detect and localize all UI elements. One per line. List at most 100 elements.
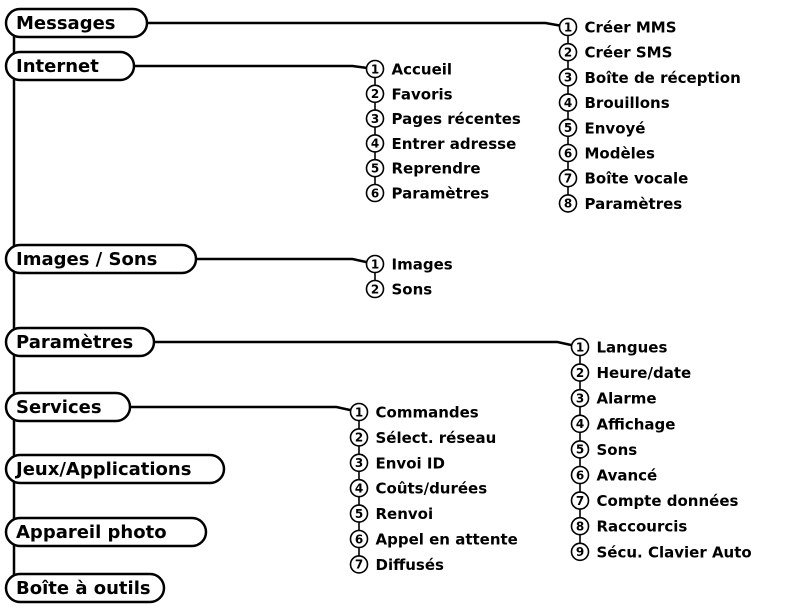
item-label: Créer SMS xyxy=(585,44,673,62)
item-number: 3 xyxy=(355,456,363,470)
menu-pill-boite-a-outils[interactable] xyxy=(4,572,166,604)
submenu-item[interactable]: 3 Pages récentes xyxy=(365,109,521,128)
item-label: Alarme xyxy=(597,390,657,408)
item-number: 2 xyxy=(371,282,379,296)
number-badge xyxy=(349,555,369,574)
item-number: 6 xyxy=(371,186,379,200)
item-number: 5 xyxy=(371,162,379,176)
item-number: 6 xyxy=(576,468,584,482)
item-label: Boîte de réception xyxy=(585,69,741,87)
item-number: 2 xyxy=(576,366,584,380)
item-label: Coûts/durées xyxy=(376,480,488,498)
number-badge xyxy=(558,143,578,163)
menu-pill-appareil-photo[interactable] xyxy=(4,516,208,548)
menu-pill-parametres[interactable] xyxy=(4,326,156,358)
menu-label-internet: Internet xyxy=(16,56,99,77)
item-number: 4 xyxy=(355,482,363,496)
submenu-item[interactable]: 6 Paramètres xyxy=(365,183,490,203)
menu-pill-internet[interactable] xyxy=(4,50,136,82)
number-badge xyxy=(349,478,369,498)
item-number: 1 xyxy=(355,405,363,419)
item-label: Commandes xyxy=(376,404,479,422)
submenu-item[interactable]: 2 Sons xyxy=(365,279,433,299)
menu-pill-jeux-applications[interactable] xyxy=(4,453,226,485)
item-label: Pages récentes xyxy=(392,110,521,128)
number-badge xyxy=(558,194,578,213)
number-badge xyxy=(570,491,590,510)
item-label: Paramètres xyxy=(392,185,490,203)
menu-label-messages: Messages xyxy=(16,13,116,34)
item-number: 3 xyxy=(371,112,379,126)
item-number: 5 xyxy=(564,121,572,135)
item-number: 6 xyxy=(564,146,572,160)
item-number: 3 xyxy=(564,71,572,85)
submenu-item[interactable]: 1 Commandes xyxy=(349,402,479,422)
item-label: Affichage xyxy=(597,415,676,433)
item-number: 9 xyxy=(576,545,584,559)
connector-services xyxy=(130,405,360,414)
item-label: Sons xyxy=(392,281,433,299)
number-badge xyxy=(365,59,385,79)
item-number: 2 xyxy=(355,431,363,445)
number-badge xyxy=(365,254,385,274)
submenu-item[interactable]: 4 Coûts/durées xyxy=(349,478,488,498)
menu-pill-services[interactable] xyxy=(4,391,132,423)
item-number: 8 xyxy=(564,197,572,211)
item-label: Boîte vocale xyxy=(585,170,689,188)
number-badge xyxy=(570,516,590,536)
connector-internet xyxy=(134,64,376,71)
menu-group-boite-a-outils: Boîte à outils xyxy=(4,572,166,604)
menu-label-parametres: Paramètres xyxy=(16,332,133,353)
number-badge xyxy=(349,428,369,447)
item-number: 5 xyxy=(576,443,584,457)
item-label: Compte données xyxy=(597,492,739,510)
menu-pill-images-sons[interactable] xyxy=(4,243,198,275)
number-badge xyxy=(570,388,590,408)
number-badge xyxy=(365,279,385,299)
submenu-item[interactable]: 2 Créer SMS xyxy=(558,42,673,62)
item-label: Images xyxy=(392,256,453,274)
number-badge xyxy=(365,109,385,128)
number-badge xyxy=(365,134,385,153)
item-number: 2 xyxy=(564,46,572,60)
submenu-item[interactable]: 3 Alarme xyxy=(570,388,657,408)
submenu-item[interactable]: 3 Boîte de réception xyxy=(558,68,741,87)
item-number: 1 xyxy=(564,20,572,34)
menu-pill-messages[interactable] xyxy=(4,7,149,39)
number-badge xyxy=(365,84,385,104)
menu-group-jeux-applications: Jeux/Applications xyxy=(4,453,226,485)
item-label: Brouillons xyxy=(585,94,670,112)
item-number: 3 xyxy=(576,392,584,406)
